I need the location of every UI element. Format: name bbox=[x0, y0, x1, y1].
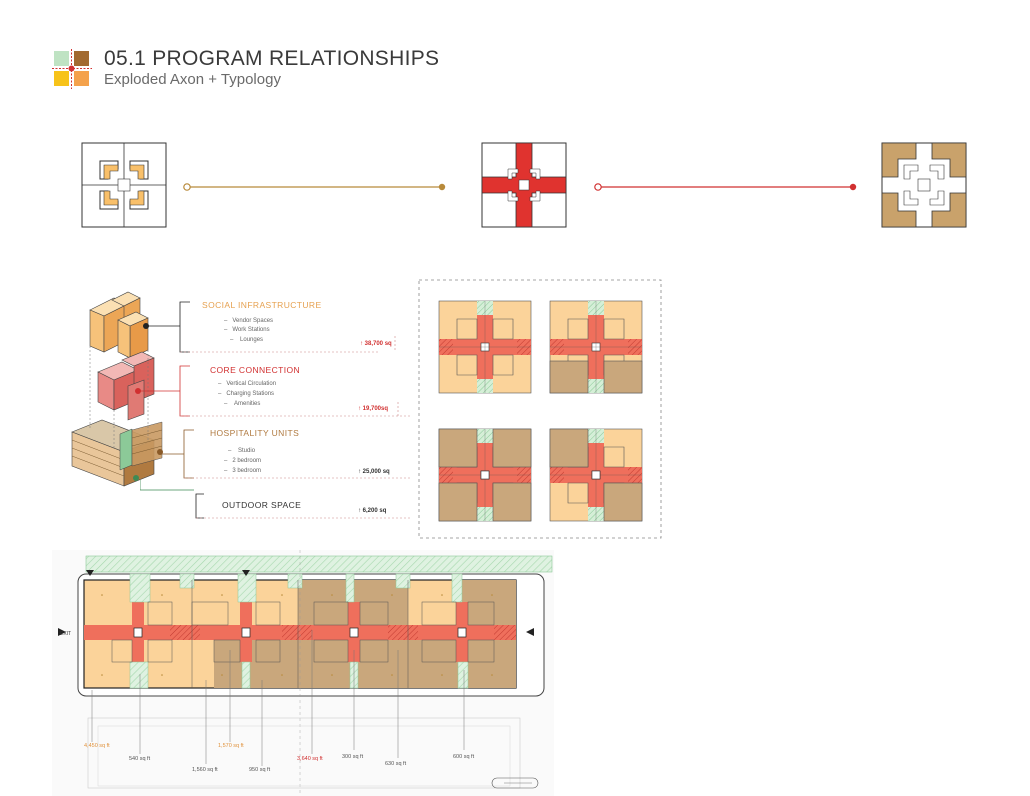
plan-area-label: 1,560 sq ft bbox=[192, 767, 218, 773]
callout-dot-hospitality bbox=[157, 449, 163, 455]
callout-dot-outdoor bbox=[133, 475, 139, 481]
legend-item-vertical: – Vertical Circulation bbox=[218, 381, 277, 387]
legend-category-social: SOCIAL INFRASTRUCTURE bbox=[202, 300, 322, 310]
legend-area-outdoor: ↑ 6,200 sq bbox=[358, 508, 387, 514]
typology-plan-c bbox=[438, 428, 532, 522]
page-title: 05.1 PROGRAM RELATIONSHIPS bbox=[104, 47, 440, 70]
plan-area-label: 630 sq ft bbox=[385, 761, 407, 767]
entry-marker bbox=[58, 628, 66, 636]
logo-square-green bbox=[54, 51, 69, 66]
entry-marker bbox=[242, 570, 250, 576]
legend-category-core: CORE CONNECTION bbox=[210, 365, 301, 375]
legend-item-3bed: – 3 bedroom bbox=[224, 468, 262, 474]
legend-item-2bed: – 2 bedroom bbox=[224, 458, 262, 464]
legend-area-social: ↑ 38,700 sq bbox=[360, 341, 392, 347]
typology-variations bbox=[418, 279, 662, 539]
legend-category-outdoor: OUTDOOR SPACE bbox=[222, 500, 302, 510]
floor-plan bbox=[52, 550, 554, 796]
legend-item-amenities: – Amenities bbox=[224, 401, 261, 407]
legend-item-studio: – Studio bbox=[228, 448, 256, 454]
page-subtitle: Exploded Axon + Typology bbox=[104, 71, 281, 88]
entry-marker bbox=[86, 570, 94, 576]
typology-sequence bbox=[81, 142, 967, 228]
typology-plan-a bbox=[438, 300, 532, 394]
legend-area-hospitality: ↑ 25,000 sq bbox=[358, 469, 390, 475]
callout-dot-core bbox=[135, 388, 141, 394]
legend-leaders bbox=[140, 301, 412, 519]
legend-item-vendor: – Vendor Spaces bbox=[224, 318, 274, 324]
typology-diagram-core bbox=[481, 142, 567, 228]
entry-marker bbox=[526, 628, 534, 636]
brand-logo bbox=[52, 49, 92, 89]
scale-bar bbox=[491, 777, 539, 789]
outdoor-strip bbox=[85, 555, 553, 573]
legend-item-charging: – Charging Stations bbox=[218, 391, 275, 397]
typology-diagram-hospitality bbox=[881, 142, 967, 228]
logo-square-orange bbox=[74, 71, 89, 86]
exit-label: EXIT bbox=[60, 631, 72, 637]
typology-plan-d bbox=[549, 428, 643, 522]
exploded-axon bbox=[71, 291, 163, 487]
plan-area-label: 600 sq ft bbox=[453, 754, 475, 760]
axon-social-block bbox=[89, 291, 149, 359]
logo-square-brown bbox=[74, 51, 89, 66]
axon-hospitality-block bbox=[71, 419, 163, 487]
legend-item-lounges: – Lounges bbox=[230, 337, 264, 343]
legend-item-work: – Work Stations bbox=[224, 327, 270, 333]
plan-area-label: 950 sq ft bbox=[249, 767, 271, 773]
plan-area-label: 540 sq ft bbox=[129, 756, 151, 762]
legend-area-core: ↑ 19,700sq bbox=[358, 406, 389, 412]
typology-plan-b bbox=[549, 300, 643, 394]
legend-category-hospitality: HOSPITALITY UNITS bbox=[210, 428, 300, 438]
typology-diagram-social bbox=[81, 142, 167, 228]
plan-area-label: 300 sq ft bbox=[342, 754, 364, 760]
plan-area-label: 3,640 sq ft bbox=[297, 756, 323, 762]
plan-area-label: 1,570 sq ft bbox=[218, 743, 244, 749]
plan-area-label: 4,450 sq ft bbox=[84, 743, 110, 749]
logo-square-yellow bbox=[54, 71, 69, 86]
